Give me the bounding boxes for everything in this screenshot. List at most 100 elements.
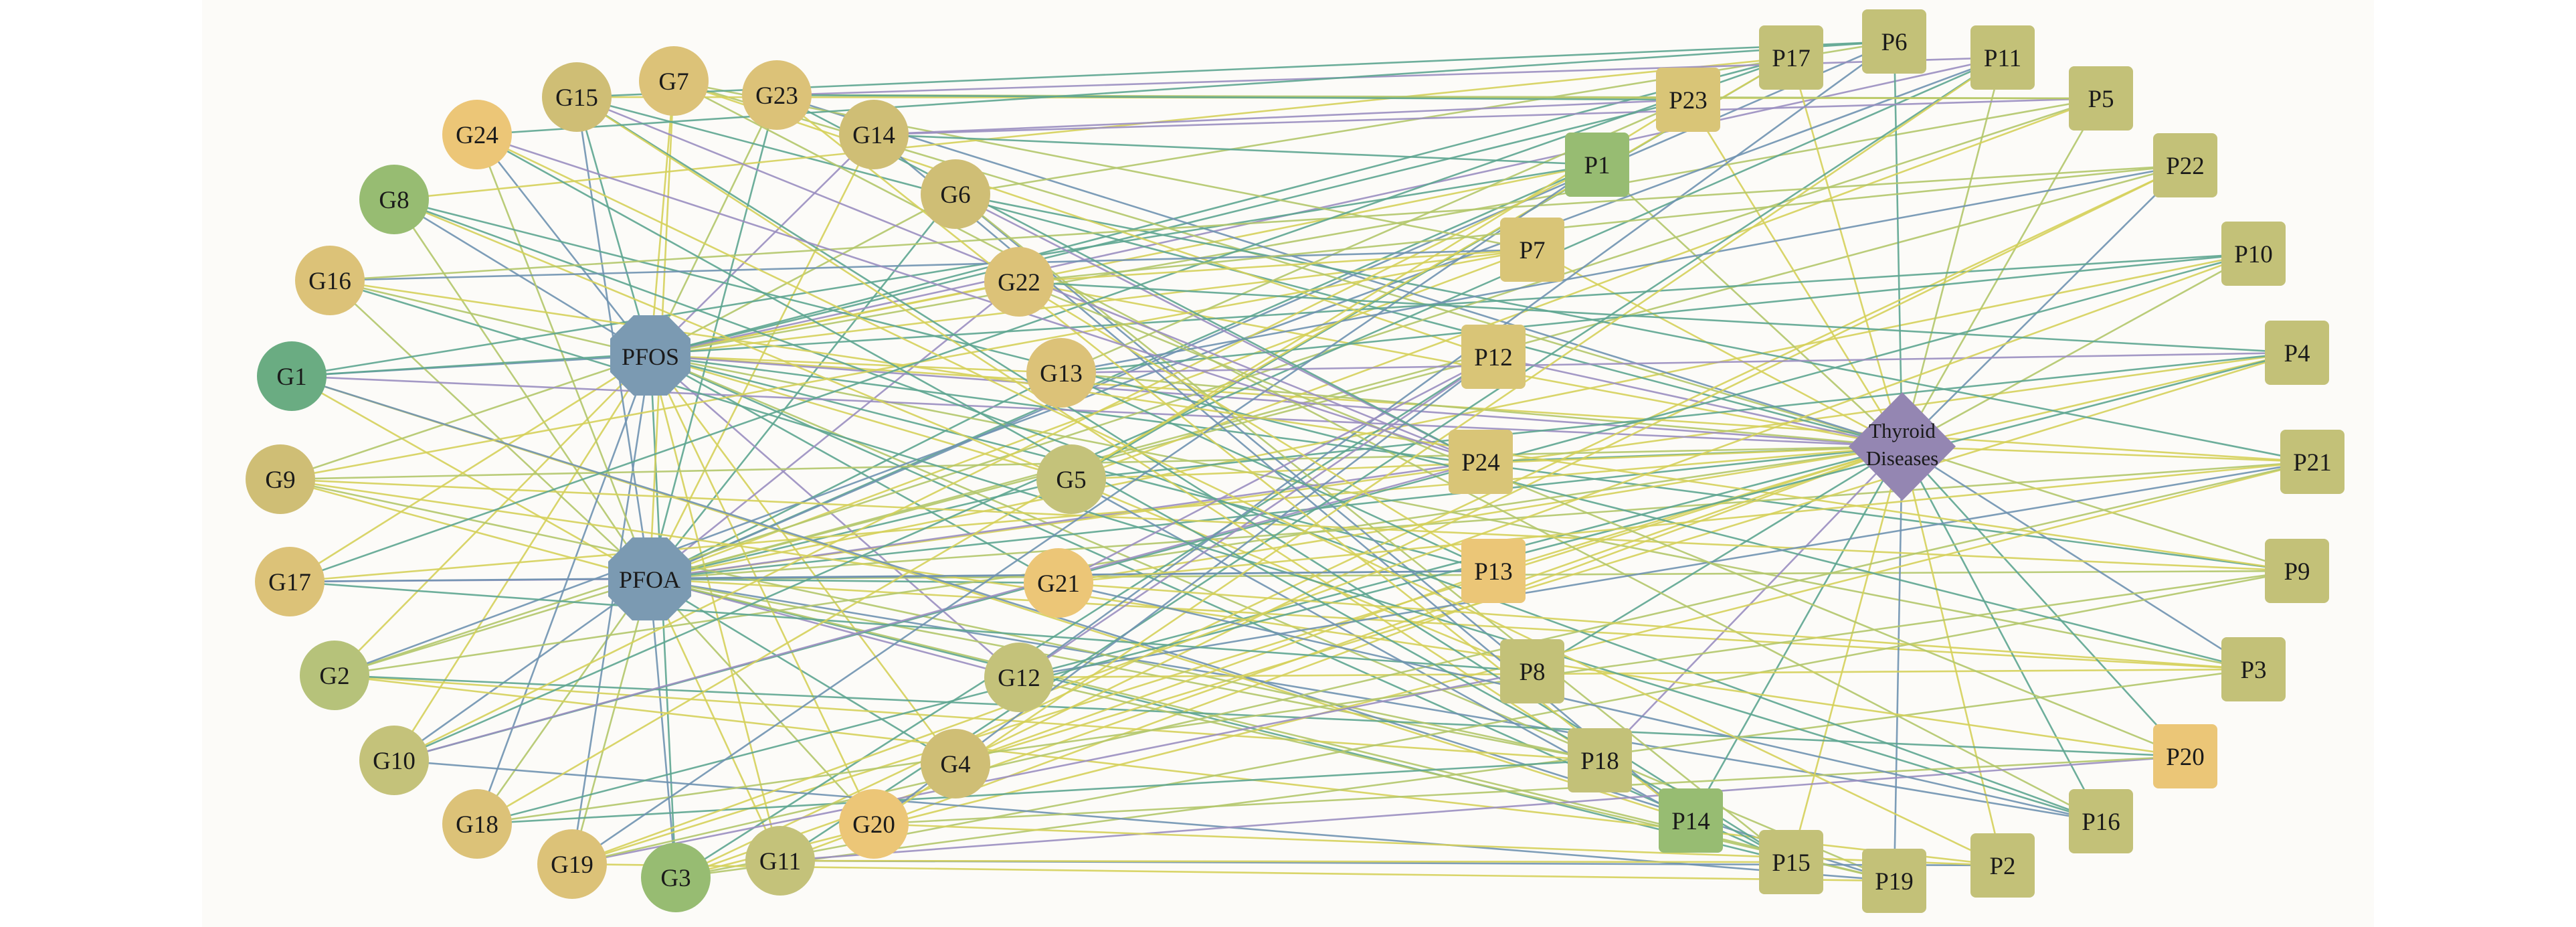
gene-node-g20[interactable]: G20 xyxy=(839,789,909,859)
pathway-node-p20[interactable]: P20 xyxy=(2153,724,2217,788)
network-edge xyxy=(1018,460,2313,679)
gene-node-g17[interactable]: G17 xyxy=(255,547,325,616)
gene-node-shape xyxy=(1036,444,1106,514)
gene-node-g4[interactable]: G4 xyxy=(921,729,990,798)
pathway-node-p7[interactable]: P7 xyxy=(1500,218,1564,282)
gene-node-g6[interactable]: G6 xyxy=(921,159,990,229)
pathway-node-p3[interactable]: P3 xyxy=(2221,637,2286,701)
pathway-node-p21[interactable]: P21 xyxy=(2280,430,2344,494)
pathway-node-label: P2 xyxy=(1989,853,2015,880)
gene-node-label: G18 xyxy=(456,811,498,839)
pfoa-node[interactable]: PFOA xyxy=(608,537,691,620)
pfos-label: PFOS xyxy=(622,343,679,370)
pathway-node-p1[interactable]: P1 xyxy=(1565,133,1629,197)
network-edge xyxy=(1018,280,1903,448)
pathway-node-p22[interactable]: P22 xyxy=(2153,133,2217,197)
thyroid-diseases-shape xyxy=(1849,392,1956,501)
edge-layer xyxy=(280,40,2313,882)
gene-node-g3[interactable]: G3 xyxy=(641,843,711,912)
pathway-node-p24[interactable]: P24 xyxy=(1449,430,1513,494)
pathway-node-label: P4 xyxy=(2284,340,2310,367)
pathway-node-label: P21 xyxy=(2293,449,2332,477)
network-edge xyxy=(1790,57,1904,447)
network-edge xyxy=(393,460,1481,762)
pathway-node-shape xyxy=(1759,830,1823,894)
gene-node-g21[interactable]: G21 xyxy=(1024,548,1093,618)
gene-node-g9[interactable]: G9 xyxy=(246,444,315,514)
pathway-node-p15[interactable]: P15 xyxy=(1759,830,1823,894)
pfos-node[interactable]: PFOS xyxy=(610,315,691,396)
pathway-node-p18[interactable]: P18 xyxy=(1568,728,1632,792)
network-edge xyxy=(650,56,1792,357)
network-edge xyxy=(650,354,2313,463)
gene-node-label: G24 xyxy=(456,122,498,149)
gene-node-g14[interactable]: G14 xyxy=(839,100,909,169)
pathway-node-shape xyxy=(2069,66,2133,131)
gene-node-g16[interactable]: G16 xyxy=(295,246,365,315)
gene-node-g23[interactable]: G23 xyxy=(742,60,812,130)
network-edge xyxy=(873,823,2003,867)
pathway-node-label: P12 xyxy=(1474,344,1513,371)
network-edge xyxy=(649,280,1020,580)
gene-node-label: G14 xyxy=(852,122,895,149)
gene-node-shape xyxy=(839,789,909,859)
pathway-node-p12[interactable]: P12 xyxy=(1461,325,1526,389)
pathway-node-label: P11 xyxy=(1984,45,2021,72)
gene-node-label: G13 xyxy=(1040,360,1083,388)
gene-node-label: G5 xyxy=(1056,467,1086,494)
pathway-node-p23[interactable]: P23 xyxy=(1656,68,1720,132)
pathway-node-shape xyxy=(1862,9,1926,74)
pathway-node-p6[interactable]: P6 xyxy=(1862,9,1926,74)
gene-node-g18[interactable]: G18 xyxy=(442,789,512,859)
pathway-node-shape xyxy=(1461,539,1526,603)
gene-node-g1[interactable]: G1 xyxy=(257,341,327,411)
node-layer: PFOS PFOA Thyroid Diseases G1G2G3G4G5G6G… xyxy=(246,9,2344,913)
network-edge xyxy=(649,80,675,356)
thyroid-diseases-label-line2: Diseases xyxy=(1866,446,1938,470)
network-edge xyxy=(650,134,875,356)
pathway-node-p8[interactable]: P8 xyxy=(1500,639,1564,703)
pathway-node-p2[interactable]: P2 xyxy=(1970,833,2035,898)
pathway-node-shape xyxy=(1461,325,1526,389)
network-edge xyxy=(1893,446,1904,881)
pathway-node-p16[interactable]: P16 xyxy=(2069,789,2133,853)
network-edge xyxy=(476,133,2003,867)
pathway-node-p4[interactable]: P4 xyxy=(2265,321,2329,385)
gene-node-g13[interactable]: G13 xyxy=(1026,338,1096,408)
gene-node-shape xyxy=(246,444,315,514)
pathway-node-p13[interactable]: P13 xyxy=(1461,539,1526,603)
gene-node-g22[interactable]: G22 xyxy=(984,247,1054,317)
pathway-node-p10[interactable]: P10 xyxy=(2221,222,2286,286)
pathway-node-p14[interactable]: P14 xyxy=(1659,788,1723,853)
network-edge xyxy=(1018,280,2186,758)
pathway-node-p9[interactable]: P9 xyxy=(2265,539,2329,603)
pathway-node-label: P1 xyxy=(1584,152,1610,179)
pathway-node-label: P20 xyxy=(2166,744,2205,771)
gene-node-shape xyxy=(359,726,429,795)
gene-node-g5[interactable]: G5 xyxy=(1036,444,1106,514)
pathway-node-p19[interactable]: P19 xyxy=(1862,849,1926,913)
gene-node-shape xyxy=(295,246,365,315)
gene-node-g15[interactable]: G15 xyxy=(542,62,612,132)
network-edge xyxy=(1901,446,2004,866)
pathway-node-p5[interactable]: P5 xyxy=(2069,66,2133,131)
gene-node-g2[interactable]: G2 xyxy=(300,641,369,710)
network-edge xyxy=(649,578,1020,679)
gene-node-g7[interactable]: G7 xyxy=(639,46,709,116)
network-edge xyxy=(649,252,2254,580)
network-edge xyxy=(280,478,2298,572)
network-edge xyxy=(650,97,2102,357)
gene-node-g10[interactable]: G10 xyxy=(359,726,429,795)
pathway-node-p11[interactable]: P11 xyxy=(1970,25,2035,90)
network-edge xyxy=(1018,280,2298,354)
gene-node-g11[interactable]: G11 xyxy=(745,826,815,896)
thyroid-diseases-node[interactable]: Thyroid Diseases xyxy=(1849,392,1956,501)
gene-node-g19[interactable]: G19 xyxy=(537,829,607,899)
gene-node-g12[interactable]: G12 xyxy=(984,643,1054,712)
pathway-node-p17[interactable]: P17 xyxy=(1759,25,1823,90)
network-edge xyxy=(1687,99,1904,447)
gene-node-g24[interactable]: G24 xyxy=(442,100,512,169)
gene-node-g8[interactable]: G8 xyxy=(359,165,429,234)
network-edge xyxy=(649,371,1062,580)
